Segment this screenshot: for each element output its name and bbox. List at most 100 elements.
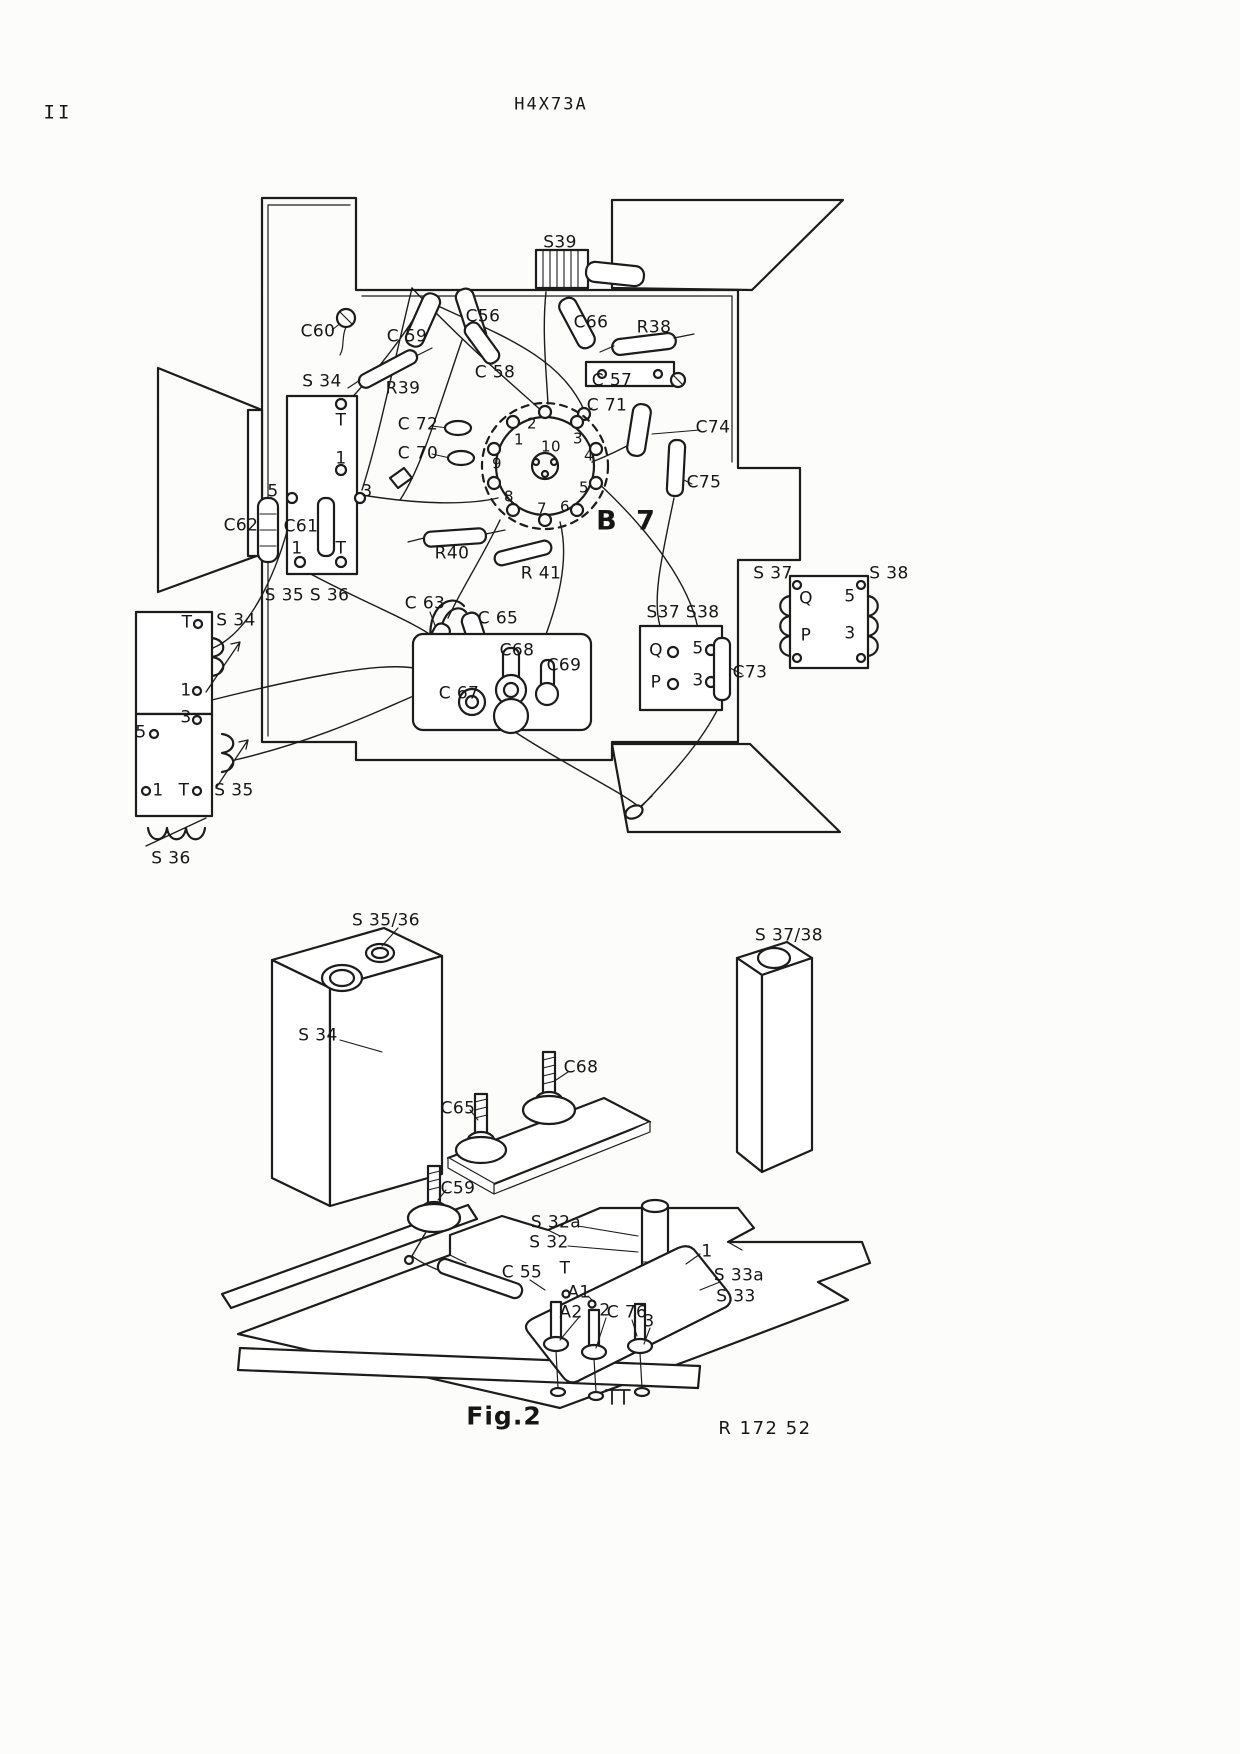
tube-designation: B 7 xyxy=(596,505,660,537)
capacitor-c66 xyxy=(558,296,596,350)
label-s32: S 32 xyxy=(529,1232,569,1253)
label-c62: C62 xyxy=(223,515,259,536)
right-block-3: 3 xyxy=(844,623,856,644)
socket-pin-6: 6 xyxy=(560,497,570,516)
label-c69: C69 xyxy=(546,655,582,676)
label-2-bottom: 2 xyxy=(599,1300,611,1321)
label-c60: C60 xyxy=(300,321,336,342)
standoff-c59 xyxy=(403,1164,462,1266)
document-code: H4X73A xyxy=(514,94,588,115)
capacitor-c58 xyxy=(463,321,501,365)
resistor-r41 xyxy=(493,539,553,567)
label-c75: C75 xyxy=(686,472,722,493)
socket-pin-4: 4 xyxy=(584,446,594,465)
label-s35-36-bottom: S 35/36 xyxy=(352,910,420,931)
tag-connector xyxy=(388,466,414,490)
socket-pin-3: 3 xyxy=(573,429,583,448)
standoff-c65 xyxy=(454,1092,508,1165)
capacitor-c59 xyxy=(404,292,442,348)
transformer-block-s34 xyxy=(134,610,241,716)
components xyxy=(134,248,879,847)
wire-end-loop xyxy=(624,804,644,820)
label-c65-bottom: C65 xyxy=(440,1098,476,1119)
label-c59-bottom: C59 xyxy=(440,1178,476,1199)
label-c59: C 59 xyxy=(386,326,428,347)
label-c72: C 72 xyxy=(397,414,439,435)
label-c74: C74 xyxy=(695,417,731,438)
leader-lines-bottom xyxy=(339,927,721,1349)
label-c56: C56 xyxy=(465,306,501,327)
label-t-bottom: T xyxy=(559,1258,571,1279)
screw-c60 xyxy=(335,307,357,356)
socket-pin-contacts xyxy=(486,404,604,528)
chassis-plate-outline xyxy=(260,196,802,762)
figure-caption: Fig.2 xyxy=(466,1401,542,1431)
label-c68: C68 xyxy=(499,640,535,661)
socket-pin-1: 1 xyxy=(514,430,524,449)
right-block-5: 5 xyxy=(844,586,856,607)
box-s37-38 xyxy=(735,940,814,1174)
right-coil-block xyxy=(779,574,879,670)
label-c68-bottom: C68 xyxy=(563,1057,599,1078)
speaker-cone xyxy=(156,366,264,594)
left-block-1-mid: 1 xyxy=(180,680,192,701)
label-c61: C61 xyxy=(283,516,319,537)
resistor-r38 xyxy=(611,331,677,357)
switch-terminal-5: 5 xyxy=(692,638,704,659)
page-number: II xyxy=(43,101,73,124)
label-s37-38-bottom: S 37/38 xyxy=(755,925,823,946)
switch-terminal-p: P xyxy=(650,672,662,693)
switch-terminal-q: Q xyxy=(649,640,663,661)
socket-pin-9: 9 xyxy=(492,454,502,473)
label-3-bottom: 3 xyxy=(643,1311,655,1332)
bottom-view-drawing xyxy=(220,926,872,1410)
label-c63: C 63 xyxy=(404,593,446,614)
socket-pin-7: 7 xyxy=(537,499,547,518)
trimmer-c57 xyxy=(584,360,687,389)
resistor-r40 xyxy=(422,527,488,548)
socket-pin-5: 5 xyxy=(579,478,589,497)
label-c73: C73 xyxy=(732,662,768,683)
resistor-r39 xyxy=(357,349,419,389)
label-c67: C 67 xyxy=(438,683,480,704)
coil-s39 xyxy=(534,248,646,290)
relay-terminal-1-mid: 1 xyxy=(335,448,347,469)
left-block-s35: S 35 xyxy=(214,780,254,801)
mounting-plate xyxy=(411,632,593,735)
chassis-top-flap xyxy=(610,198,845,292)
label-c66: C66 xyxy=(573,312,609,333)
coil-s36 xyxy=(145,817,207,847)
switch-terminal-3: 3 xyxy=(692,670,704,691)
label-r39: R39 xyxy=(385,378,421,399)
socket-pin-2: 2 xyxy=(527,414,537,433)
connector-plate xyxy=(524,1245,732,1402)
label-switch-heading: S37 S38 xyxy=(646,602,720,623)
label-s32a: S 32a xyxy=(530,1212,582,1233)
label-c58: C 58 xyxy=(474,362,516,383)
bolt-3 xyxy=(626,1302,654,1398)
top-view-drawing xyxy=(134,196,879,847)
label-r40: R40 xyxy=(434,543,470,564)
right-block-p: P xyxy=(800,625,812,646)
switch-block xyxy=(638,624,724,712)
socket-pin-8: 8 xyxy=(504,487,514,506)
right-block-s38: S 38 xyxy=(869,563,909,584)
left-block-t-top: T xyxy=(181,612,193,633)
label-c55: C 55 xyxy=(501,1262,543,1283)
ground-symbol xyxy=(605,1389,631,1405)
bolt-a2 xyxy=(542,1300,570,1398)
relay-terminal-t-top: T xyxy=(335,410,347,431)
capacitor-c55 xyxy=(436,1257,524,1300)
left-block-t-bot: T xyxy=(178,780,190,801)
relay-terminal-3: 3 xyxy=(361,481,373,502)
left-block-s36: S 36 xyxy=(151,848,191,869)
label-c71: C 71 xyxy=(586,395,628,416)
label-r38: R38 xyxy=(636,317,672,338)
label-r41: R 41 xyxy=(520,563,562,584)
trimmer-c72 xyxy=(443,419,473,437)
right-block-s37: S 37 xyxy=(753,563,793,584)
label-c57: C 57 xyxy=(591,370,633,391)
box-s35-36 xyxy=(270,926,444,1208)
label-c65: C 65 xyxy=(477,608,519,629)
